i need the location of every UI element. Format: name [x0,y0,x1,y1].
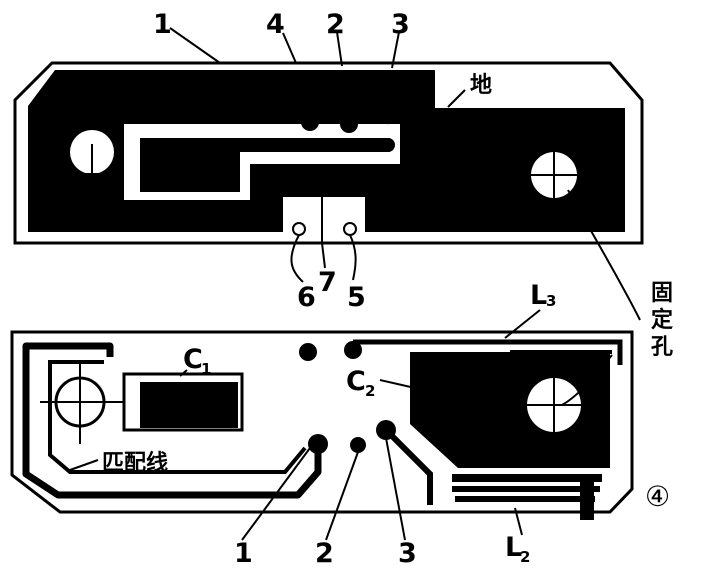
c2-copper [410,352,610,468]
l3-label: L [530,280,547,311]
top-callouts: 1 4 2 3 地 6 7 5 [153,9,492,313]
callout-5: 5 [347,282,366,313]
l3-subscript: 3 [546,292,556,310]
l3-trace [353,339,623,365]
bottom-callout-1: 1 [234,538,253,569]
matching-line-trace [22,342,322,499]
l2-label: L [505,532,522,563]
top-pad-5 [343,222,357,236]
bottom-via-1 [308,434,328,454]
top-right-mount-hole [524,145,584,205]
figure-number: ④ [645,480,670,513]
top-leader-lines [169,27,466,283]
c2-label: C [346,366,366,397]
top-inner-block [140,150,240,192]
top-board: 1 4 2 3 地 6 7 5 [13,9,644,313]
mounting-hole-label: 固 定 孔 [651,281,673,360]
top-pad-6 [292,222,306,236]
top-left-mount-hole [62,144,122,204]
bottom-board: C 1 C 2 L 3 L 2 匹配线 1 2 3 [10,189,641,569]
matching-line-inner [48,360,307,474]
ground-label: 地 [470,73,492,98]
top-strip-end [381,138,395,152]
top-inner-strip [140,138,390,152]
matching-line-label: 匹配线 [102,450,168,476]
bottom-via-5 [344,341,362,359]
bottom-callouts: C 1 C 2 L 3 L 2 匹配线 1 2 3 [102,280,556,569]
callout-2: 2 [326,9,345,40]
top-via-1 [301,113,319,131]
mounting-hole-char-2: 定 [651,307,673,333]
bottom-via-6 [299,343,317,361]
callout-3: 3 [391,9,410,40]
callout-6: 6 [297,282,316,313]
c2-subscript: 2 [365,382,375,400]
callout-7: 7 [318,267,337,298]
mounting-hole-char-1: 固 [651,281,673,306]
c1-fill [140,382,238,428]
l2-inductor [452,474,602,520]
top-ground-copper [28,70,625,232]
bottom-right-mount-hole [518,375,590,435]
callout-4: 4 [266,9,285,40]
bottom-callout-2: 2 [315,538,334,569]
c1-label: C [183,344,203,375]
bottom-left-crosshair [40,360,125,444]
bottom-callout-3: 3 [398,538,417,569]
bottom-leader-lines [69,189,641,541]
top-via-2 [340,115,358,133]
callout-1: 1 [153,9,172,40]
c1-subscript: 1 [201,360,211,378]
via3-trace [383,427,433,505]
bottom-via-2 [350,437,366,453]
mounting-hole-char-3: 孔 [651,335,673,360]
l2-subscript: 2 [520,548,530,566]
